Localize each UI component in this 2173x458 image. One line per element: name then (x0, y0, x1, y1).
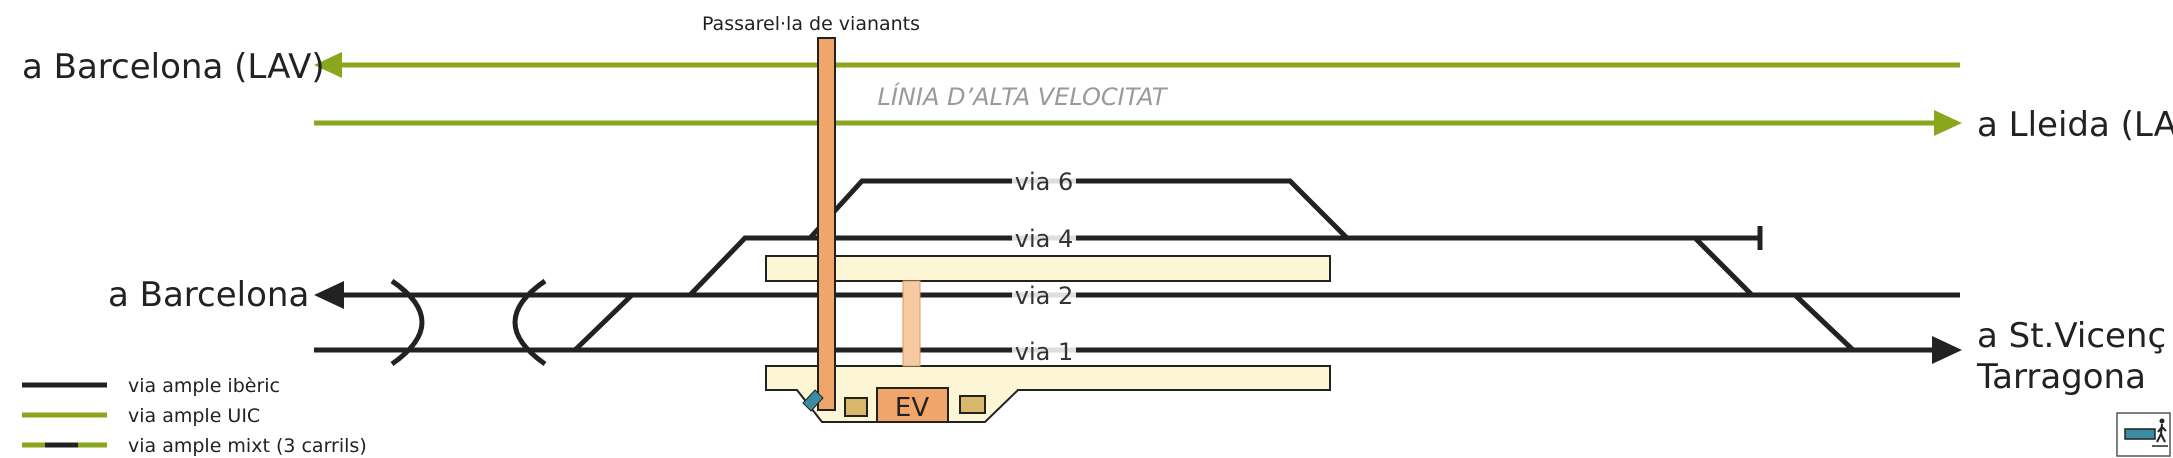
track-label-via-6: via 6 (1015, 168, 1073, 196)
switch-via4-via2 (1693, 236, 1754, 297)
track-label-via-2: via 2 (1015, 282, 1073, 310)
kiosk-east (959, 395, 986, 414)
track-via-6 (808, 178, 1349, 240)
arrow-left-icon (314, 52, 342, 78)
crossover-east (1793, 293, 1855, 352)
legend-label-iberic: via ample ibèric (128, 375, 280, 397)
track-labels: via 6 via 4 via 2 via 1 (1012, 168, 1076, 366)
track-label-via-1: via 1 (1015, 338, 1073, 366)
arrow-right-icon (1932, 336, 1962, 364)
track-label-via-4: via 4 (1015, 225, 1073, 253)
pedestrian-icon (2152, 418, 2168, 447)
island-platform (765, 255, 1331, 282)
footbridge-label: Passarel·la de vianants (702, 13, 920, 35)
destination-stvicenc: a St.Vicenç C./ (1977, 316, 2173, 356)
legend: via ample ibèric via ample UIC via ample… (22, 375, 367, 457)
tunnel-portal-left (390, 278, 425, 367)
destination-barcelona-lav: a Barcelona (LAV) (22, 47, 325, 87)
track-label-bg (1012, 282, 1076, 308)
arrow-left-icon (314, 281, 344, 309)
station-building-label: EV (895, 393, 929, 423)
footbridge (817, 37, 836, 411)
arrow-right-icon (1934, 110, 1962, 136)
destination-lleida-lav: a Lleida (LAV) (1977, 105, 2173, 145)
underpass (902, 280, 921, 367)
crossover-west (573, 293, 634, 352)
track-label-bg (1012, 225, 1076, 251)
legend-label-uic: via ample UIC (128, 405, 260, 427)
kiosk-west (844, 397, 868, 417)
track-label-bg (1012, 168, 1076, 194)
track-label-bg (1012, 338, 1076, 364)
destination-barcelona: a Barcelona (108, 275, 309, 315)
platform-swatch-icon (2124, 428, 2156, 440)
high-speed-lines (314, 52, 1962, 136)
destination-tarragona: Tarragona (1976, 357, 2146, 397)
station-building (876, 387, 949, 423)
legend-label-mixed: via ample mixt (3 carrils) (128, 435, 367, 457)
high-speed-line-label: LÍNIA D’ALTA VELOCITAT (877, 82, 1168, 111)
tunnel-portal-right (512, 278, 547, 367)
track-via-4 (688, 235, 1760, 297)
ramp-icon (802, 389, 824, 412)
pedestrian-icon-box (2116, 412, 2171, 457)
